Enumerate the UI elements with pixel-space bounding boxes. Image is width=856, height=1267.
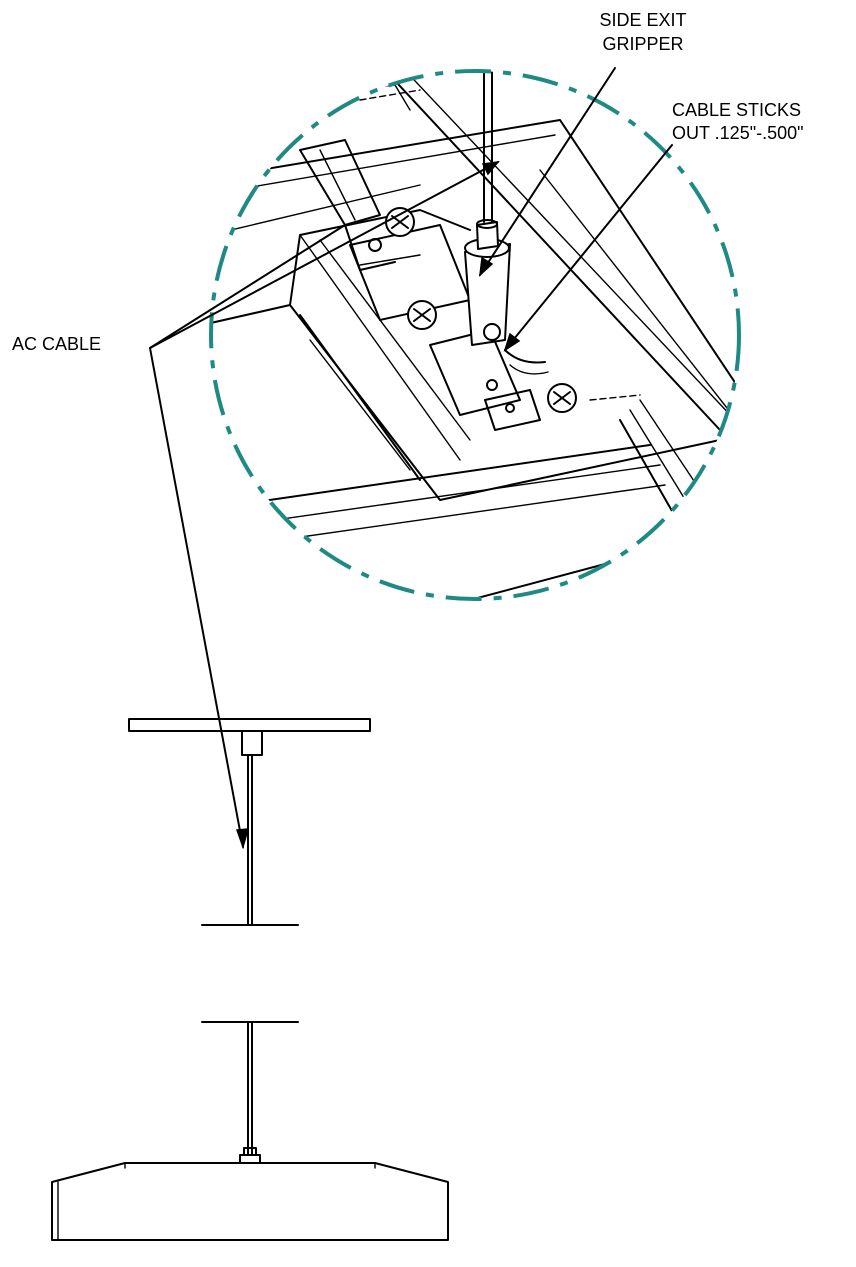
label-side-exit-line1: SIDE EXIT (599, 10, 686, 30)
leader-lines (149, 67, 673, 850)
detail-view (209, 69, 741, 601)
label-cable-sticks-line1: CABLE STICKS (672, 100, 801, 120)
fixture-closeup (211, 71, 739, 599)
screw-upper (385, 207, 415, 237)
side-exit-gripper-body (464, 219, 511, 346)
label-cable-sticks-line2: OUT .125"-.500" (672, 123, 804, 143)
detail-circle (209, 69, 741, 601)
suspension-cable-upper (201, 754, 299, 926)
light-fixture (51, 1147, 449, 1241)
ceiling-canopy (128, 718, 371, 756)
label-side-exit-line2: GRIPPER (602, 34, 683, 54)
suspension-cable-lower (201, 1021, 299, 1156)
label-ac-cable: AC CABLE (12, 334, 101, 354)
screw-right (547, 383, 577, 413)
screw-middle (407, 300, 437, 330)
